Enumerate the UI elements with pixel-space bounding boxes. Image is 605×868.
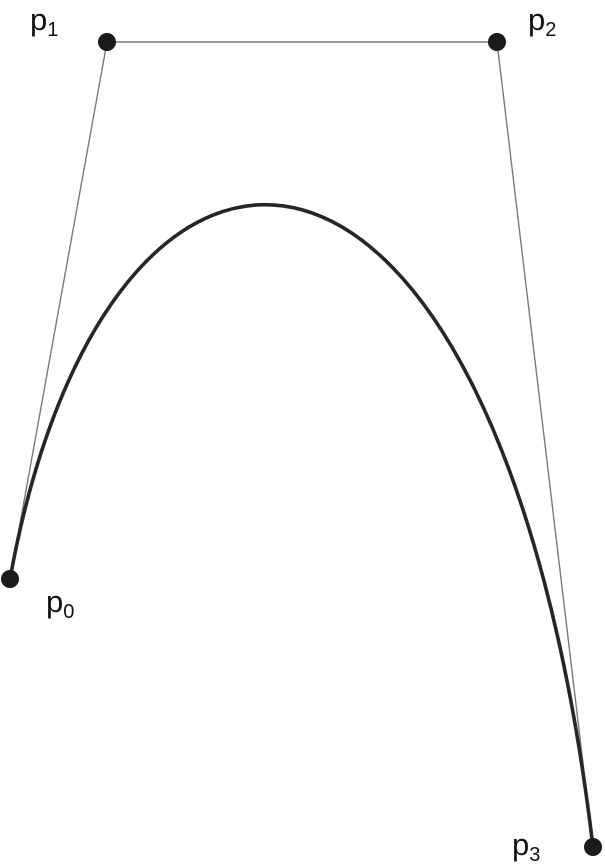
label-p3-index: 3 [529,844,540,866]
label-p1-letter: p [30,2,47,37]
label-p3-letter: p [512,827,529,862]
label-p2-letter: p [528,2,545,37]
bezier-curve [8,202,595,849]
label-p0-index: 0 [63,601,74,623]
control-point-p1 [98,33,116,51]
label-p0: p0 [46,584,74,623]
control-point-p3 [584,838,602,856]
label-p1: p1 [30,2,58,41]
label-p2: p2 [528,2,556,41]
control-polygon [9,41,594,848]
control-point-p0 [1,570,19,588]
label-p1-index: 1 [47,19,58,41]
label-p0-letter: p [46,584,63,619]
label-p3: p3 [512,827,540,866]
label-p2-index: 2 [545,19,556,41]
control-point-p2 [488,33,506,51]
